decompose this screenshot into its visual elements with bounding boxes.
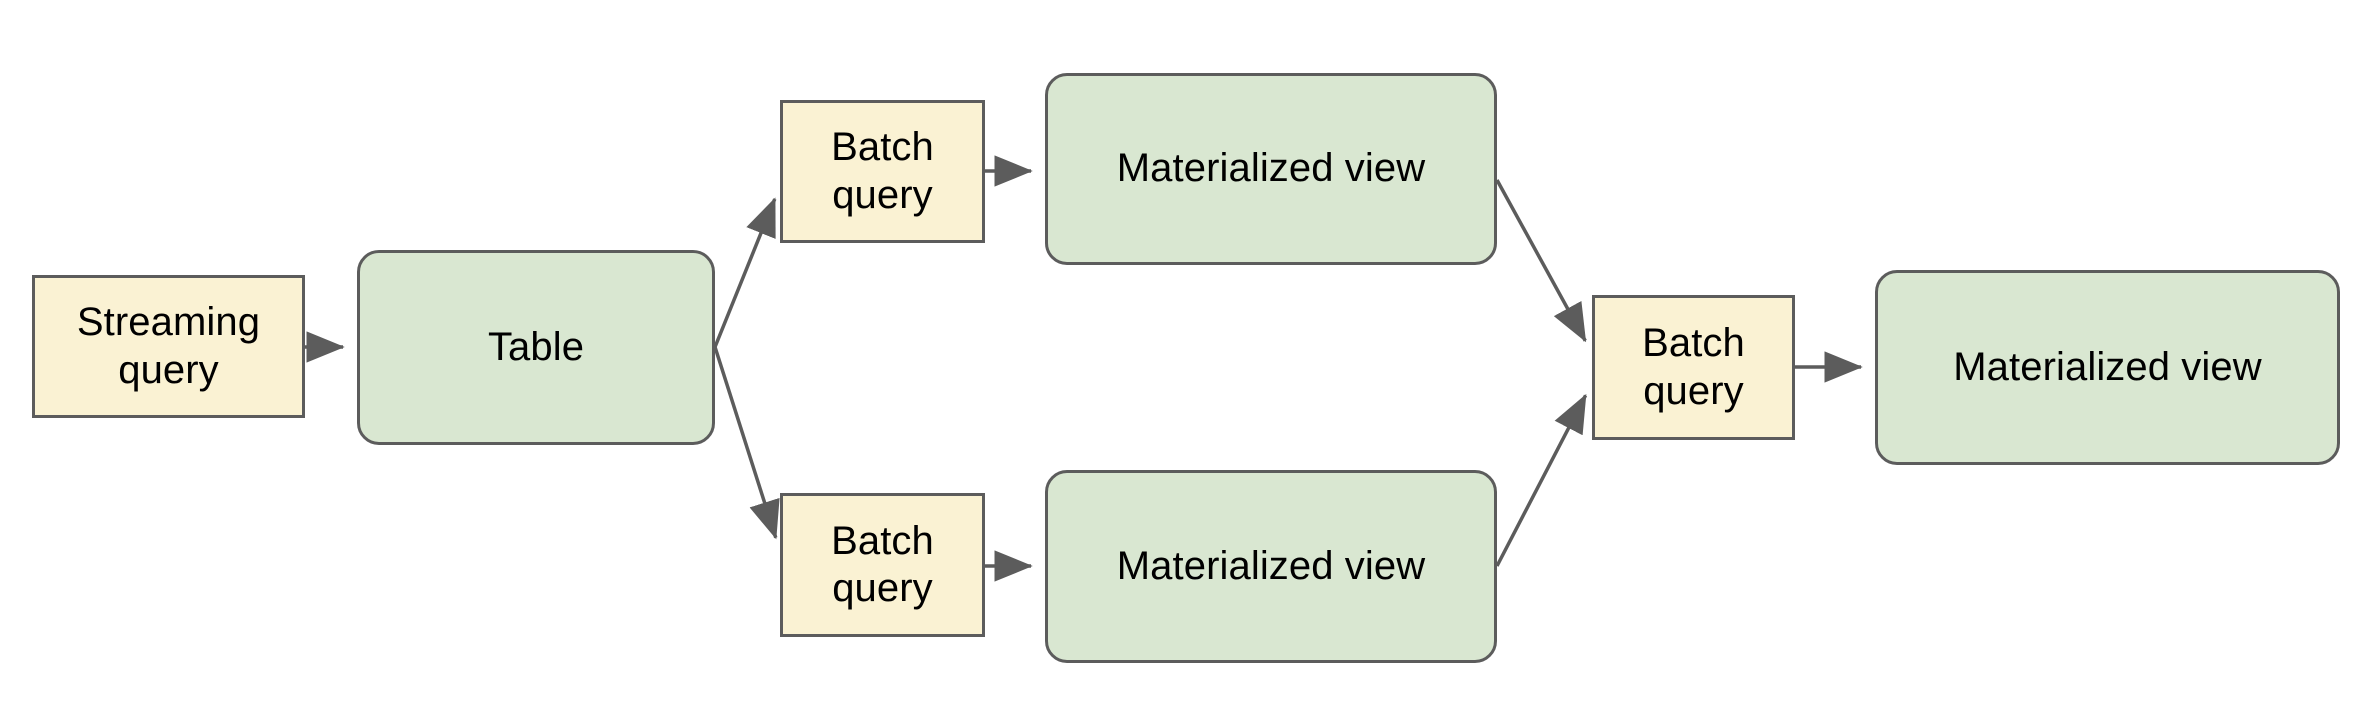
edge-table-to-batch-query-bottom xyxy=(713,346,780,540)
node-streaming-query[interactable]: Streaming query xyxy=(32,275,305,418)
node-batch-query-bottom[interactable]: Batch query xyxy=(780,493,985,637)
node-label-batch-query-top: Batch query xyxy=(831,125,934,217)
node-label-materialized-view-top: Materialized view xyxy=(1116,146,1426,191)
edge-materialized-view-top-to-batch-query-right xyxy=(1495,179,1587,343)
node-materialized-view-bottom[interactable]: Materialized view xyxy=(1045,470,1497,663)
node-label-materialized-view-right: Materialized view xyxy=(1953,344,2262,389)
node-batch-query-right[interactable]: Batch query xyxy=(1592,295,1795,440)
node-label-materialized-view-bottom: Materialized view xyxy=(1116,543,1426,588)
node-label-streaming-query: Streaming query xyxy=(76,300,261,392)
node-label-batch-query-right: Batch query xyxy=(1642,321,1745,413)
edge-table-to-batch-query-top xyxy=(713,197,777,348)
node-label-table: Table xyxy=(487,324,585,369)
node-materialized-view-right[interactable]: Materialized view xyxy=(1875,270,2340,465)
node-label-batch-query-bottom: Batch query xyxy=(831,518,934,610)
node-table[interactable]: Table xyxy=(357,250,715,445)
edge-materialized-view-bottom-to-batch-query-right xyxy=(1495,393,1588,567)
node-materialized-view-top[interactable]: Materialized view xyxy=(1045,73,1497,265)
node-batch-query-top[interactable]: Batch query xyxy=(780,100,985,243)
